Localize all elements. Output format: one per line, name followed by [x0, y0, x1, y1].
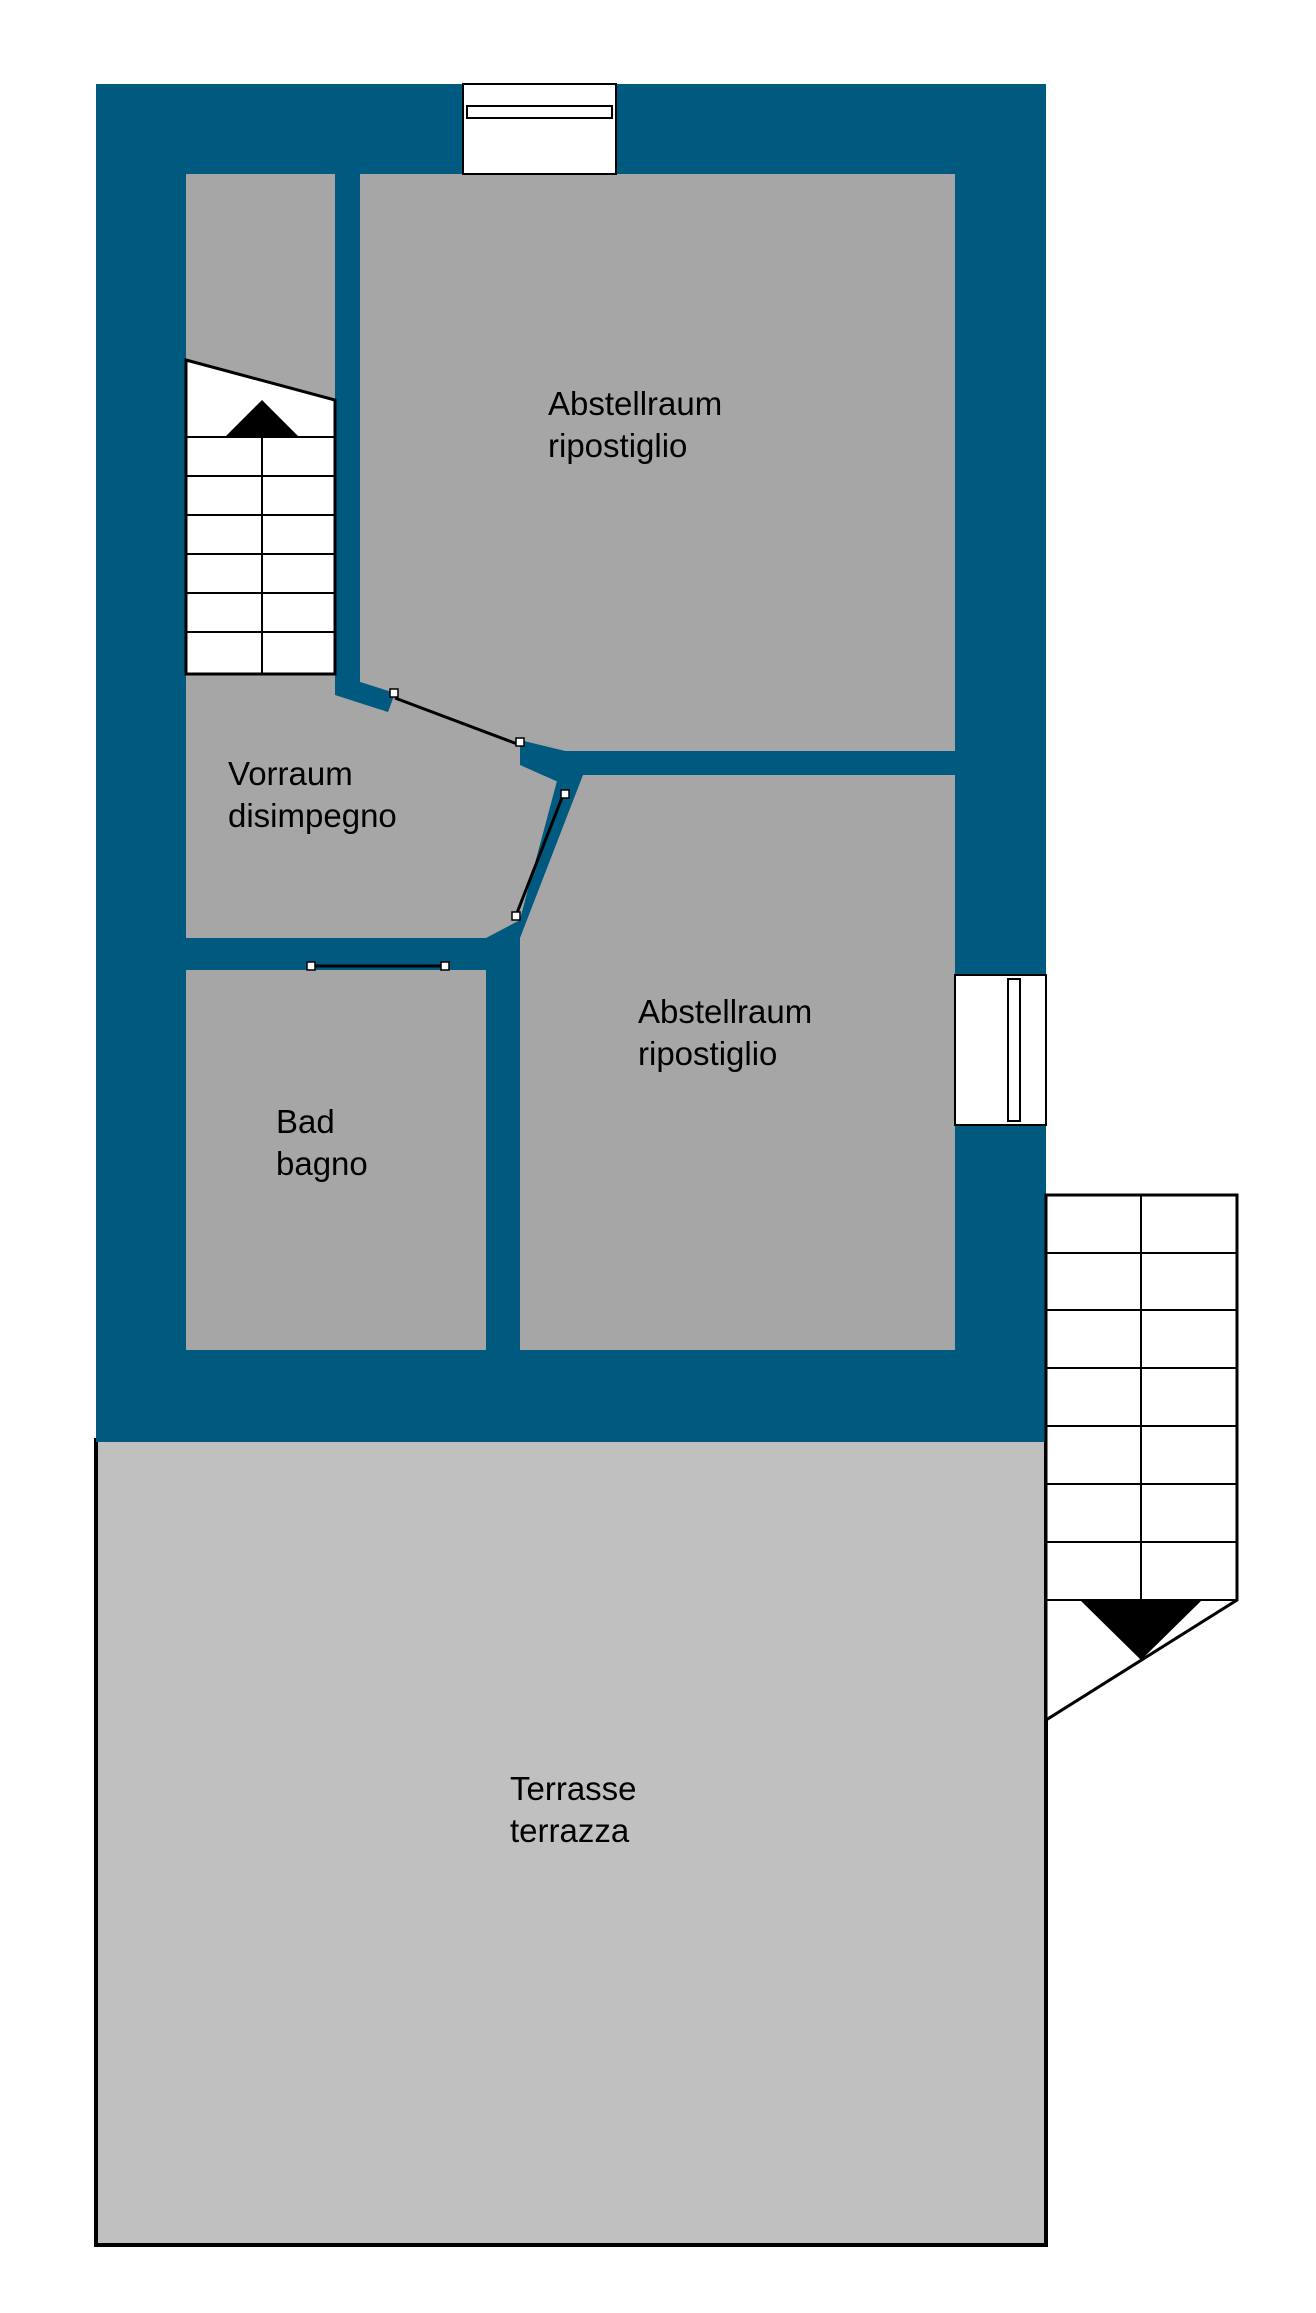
window-north — [462, 83, 617, 175]
door-jamb — [511, 911, 521, 921]
room-name-it: disimpegno — [228, 797, 397, 834]
interior-wall — [186, 945, 311, 970]
door-jamb — [515, 737, 525, 747]
stair-down-arrow-icon — [1080, 1600, 1202, 1660]
door-jamb — [560, 789, 570, 799]
room-label-storage-north: Abstellraum ripostiglio — [548, 385, 731, 464]
room-name-it: bagno — [276, 1145, 368, 1182]
interior-wall — [335, 174, 360, 689]
storage-north-floor — [360, 174, 955, 751]
exterior-staircase — [1044, 1193, 1239, 1723]
interior-wall — [335, 674, 395, 712]
door-storage-north — [394, 696, 521, 747]
interior-wall — [486, 920, 520, 1350]
bathroom-floor — [186, 970, 486, 1350]
interior-wall — [520, 740, 955, 785]
interior-wall — [445, 945, 520, 970]
door-jamb — [389, 688, 399, 698]
window-east — [954, 974, 1047, 1126]
room-name-de: Vorraum — [228, 755, 353, 792]
room-label-hallway: Vorraum disimpegno — [228, 755, 397, 834]
room-name-de: Bad — [276, 1103, 335, 1140]
door-jamb — [440, 961, 450, 971]
room-name-de: Abstellraum — [638, 993, 812, 1030]
door-storage-east — [513, 789, 567, 919]
interior-staircase — [184, 358, 337, 676]
door-jamb — [306, 961, 316, 971]
room-name-it: ripostiglio — [548, 427, 687, 464]
terrace-floor — [94, 1438, 1048, 2247]
room-label-terrace: Terrasse terrazza — [510, 1770, 646, 1849]
room-label-bathroom: Bad bagno — [276, 1103, 368, 1182]
room-name-de: Terrasse — [510, 1770, 637, 1807]
room-name-de: Abstellraum — [548, 385, 722, 422]
room-name-it: terrazza — [510, 1812, 630, 1849]
hallway-floor — [186, 674, 565, 938]
room-label-storage-east: Abstellraum ripostiglio — [638, 993, 821, 1072]
storage-east-floor — [520, 775, 955, 1350]
room-name-it: ripostiglio — [638, 1035, 777, 1072]
stair-up-arrow-icon — [225, 400, 299, 437]
